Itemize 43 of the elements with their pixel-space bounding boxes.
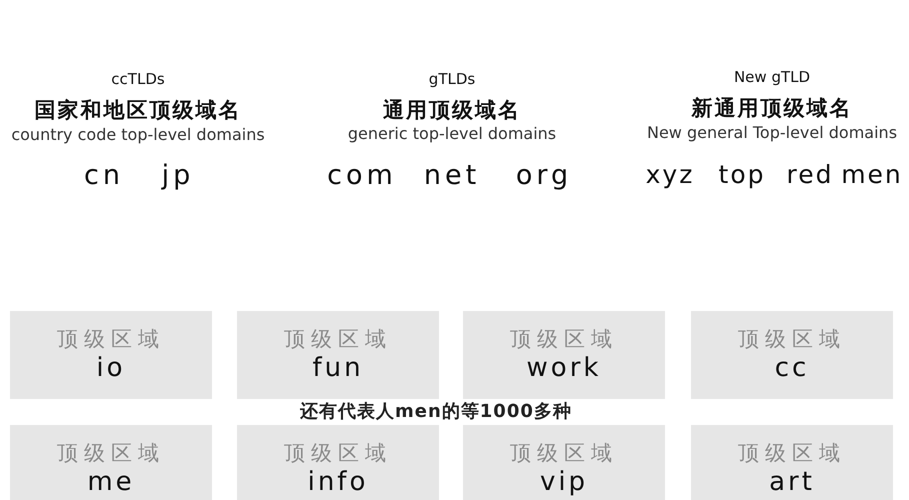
domain-card xyxy=(237,311,439,399)
domain-suffix: org xyxy=(516,160,572,191)
domain-card xyxy=(10,425,212,500)
card-heading: 顶级区域 xyxy=(57,326,165,353)
domain-suffix: red xyxy=(786,160,834,189)
domain-suffix: vip xyxy=(540,467,588,497)
domain-suffix: cc xyxy=(774,353,810,383)
english-subheading: New general Top-level domains xyxy=(646,123,898,142)
abbreviation-heading: ccTLDs xyxy=(111,70,165,88)
domain-card xyxy=(463,311,665,399)
english-subheading: generic top-level domains xyxy=(348,124,556,143)
domain-suffix: xyz xyxy=(646,160,694,189)
domain-card xyxy=(237,425,439,500)
subtitle-caption: 还有代表人men的等1000多种 xyxy=(300,400,572,424)
chinese-heading: 国家和地区顶级域名 xyxy=(34,97,242,124)
domain-suffix: art xyxy=(769,467,815,497)
card-heading: 顶级区域 xyxy=(510,440,618,467)
card-heading: 顶级区域 xyxy=(510,326,618,353)
domain-suffix: men xyxy=(841,160,903,189)
domain-suffix: io xyxy=(96,353,126,383)
domain-suffix: info xyxy=(308,467,368,497)
domain-suffix: work xyxy=(526,353,602,383)
domain-suffix: top xyxy=(718,160,766,189)
chinese-heading: 新通用顶级域名 xyxy=(692,95,852,122)
chinese-heading: 通用顶级域名 xyxy=(383,97,521,124)
domain-suffix: cn xyxy=(84,160,124,191)
abbreviation-heading: gTLDs xyxy=(428,70,476,88)
domain-suffix: jp xyxy=(162,160,194,191)
domain-card xyxy=(10,311,212,399)
domain-suffix: net xyxy=(424,160,480,191)
card-heading: 顶级区域 xyxy=(284,440,392,467)
abbreviation-heading: New gTLD xyxy=(734,68,810,86)
domain-suffix: com xyxy=(327,160,397,191)
card-heading: 顶级区域 xyxy=(738,326,846,353)
card-heading: 顶级区域 xyxy=(57,440,165,467)
card-heading: 顶级区域 xyxy=(738,440,846,467)
domain-card xyxy=(691,311,893,399)
domain-suffix: fun xyxy=(312,353,364,383)
domain-card xyxy=(463,425,665,500)
english-subheading: country code top-level domains xyxy=(11,125,265,144)
card-heading: 顶级区域 xyxy=(284,326,392,353)
domain-suffix: me xyxy=(87,467,135,497)
domain-card xyxy=(691,425,893,500)
